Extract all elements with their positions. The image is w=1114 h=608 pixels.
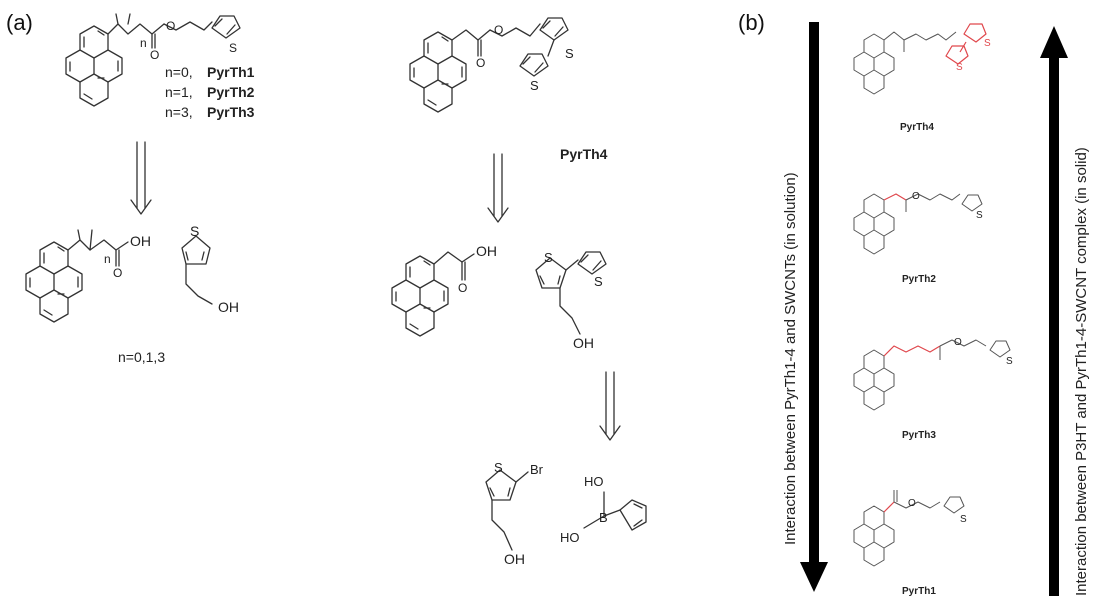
svg-text:n: n (140, 36, 147, 50)
solid-interaction-arrow (1040, 26, 1068, 596)
svg-text:S: S (494, 460, 503, 475)
retrosynthesis-arrow-2 (487, 153, 509, 223)
svg-text:S: S (956, 62, 963, 73)
pyrth2-label: PyrTh2 (207, 84, 255, 100)
pyrene-acetic-acid: O OH (391, 243, 497, 337)
thiophene-ethanol-1: S OH (181, 223, 239, 315)
pyrene-acid-1: n O OH (25, 229, 151, 323)
pyrth3-small-structure: O S (853, 337, 1013, 411)
boronic-acid: HO B HO (560, 474, 647, 545)
retrosynthesis-arrow-3 (599, 371, 621, 441)
panel-b-compound-4: PyrTh1 (902, 586, 936, 597)
n1-label: n=1, (165, 84, 193, 100)
svg-text:OH: OH (573, 335, 594, 351)
panel-b-compound-3: PyrTh3 (902, 430, 936, 441)
bithiophene-ethanol: S S OH (535, 250, 607, 351)
pyrth1-small-structure: O S (853, 490, 967, 567)
svg-text:O: O (908, 498, 916, 509)
svg-text:O: O (458, 281, 467, 295)
solution-interaction-arrow (800, 22, 828, 592)
panel-b-compound-2: PyrTh2 (902, 274, 936, 285)
svg-text:OH: OH (130, 233, 151, 249)
svg-text:O: O (912, 191, 920, 202)
n0-label: n=0, (165, 64, 193, 80)
svg-text:S: S (960, 514, 967, 525)
n-values-label: n=0,1,3 (118, 349, 165, 365)
retrosynthesis-arrow-1 (130, 141, 152, 215)
bromothiophene-ethanol: S Br OH (485, 460, 544, 567)
svg-text:n: n (104, 252, 111, 266)
svg-text:S: S (229, 41, 237, 55)
svg-text:O: O (476, 56, 485, 70)
pyrth4-structure: O O S S (409, 17, 574, 113)
svg-text:OH: OH (218, 299, 239, 315)
pyrth2-small-structure: O S (853, 191, 983, 255)
svg-text:Br: Br (530, 462, 544, 477)
pyrth1-label: PyrTh1 (207, 64, 255, 80)
svg-text:S: S (1006, 356, 1013, 367)
panel-b-compound-1: PyrTh4 (900, 122, 934, 133)
pyrth3-label: PyrTh3 (207, 104, 255, 120)
svg-text:S: S (565, 46, 574, 61)
solid-interaction-label: Interaction between P3HT and PyrTh1-4-SW… (1073, 147, 1090, 596)
svg-text:O: O (150, 48, 159, 62)
svg-text:O: O (166, 19, 175, 33)
pyrth1-3-structure: n O O S (65, 13, 241, 107)
panel-label-a: (a) (6, 10, 33, 35)
svg-text:O: O (113, 266, 122, 280)
svg-text:O: O (494, 23, 503, 37)
svg-text:O: O (954, 337, 962, 348)
solution-interaction-label: Interaction between PyrTh1-4 and SWCNTs … (782, 172, 799, 545)
panel-label-b: (b) (738, 10, 765, 35)
svg-text:OH: OH (476, 243, 497, 259)
svg-text:S: S (544, 250, 553, 265)
pyrth4-small-structure: S S (853, 23, 991, 95)
svg-text:S: S (530, 78, 539, 93)
svg-text:S: S (594, 274, 603, 289)
svg-text:S: S (190, 223, 199, 239)
svg-text:OH: OH (504, 551, 525, 567)
svg-text:B: B (599, 510, 608, 525)
n3-label: n=3, (165, 104, 193, 120)
svg-text:S: S (976, 210, 983, 221)
pyrth4-label: PyrTh4 (560, 146, 608, 162)
svg-text:S: S (984, 38, 991, 49)
svg-text:HO: HO (560, 530, 580, 545)
svg-text:HO: HO (584, 474, 604, 489)
